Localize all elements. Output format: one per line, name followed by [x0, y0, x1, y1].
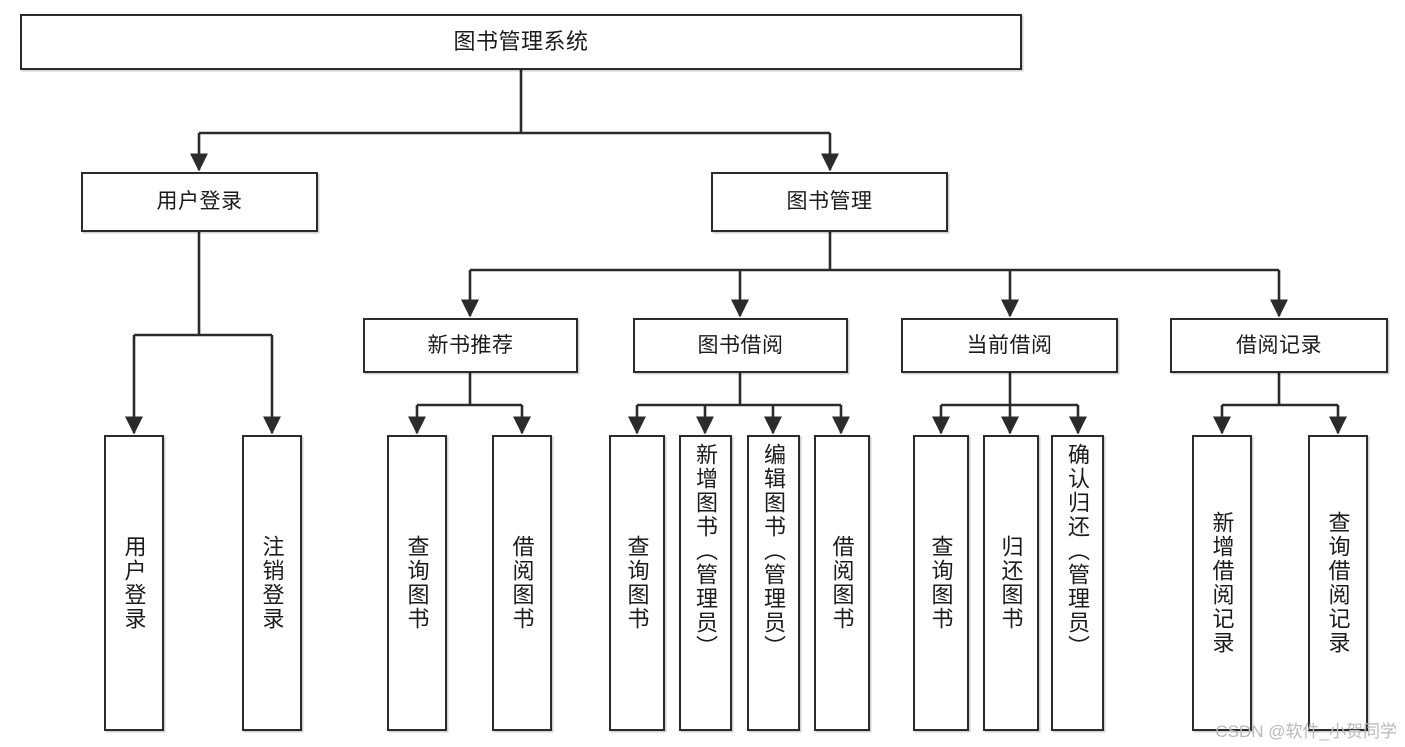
node-root[interactable]: 图书管理系统	[20, 14, 1022, 70]
node-leaf-add-record-label: 新增借阅记录	[1209, 511, 1235, 655]
node-leaf-edit-book-label: 编辑图书（管理员）	[761, 443, 787, 659]
node-leaf-confirm-return[interactable]: 确认归还（管理员）	[1051, 435, 1104, 731]
watermark-text: CSDN @软件_小贺同学	[1215, 722, 1397, 741]
node-new-book-recommend-label: 新书推荐	[427, 333, 514, 357]
node-leaf-borrow-book-1[interactable]: 借阅图书	[492, 435, 552, 731]
node-leaf-borrow-book-2[interactable]: 借阅图书	[814, 435, 870, 731]
node-leaf-borrow-book-1-label: 借阅图书	[509, 535, 535, 631]
node-leaf-user-login[interactable]: 用户登录	[104, 435, 164, 731]
node-leaf-query-book-2[interactable]: 查询图书	[609, 435, 665, 731]
node-leaf-logout-login-label: 注销登录	[259, 535, 285, 631]
node-book-borrow-label: 图书借阅	[697, 333, 784, 357]
node-current-borrow[interactable]: 当前借阅	[901, 318, 1118, 373]
node-leaf-return-book[interactable]: 归还图书	[983, 435, 1039, 731]
node-leaf-query-record-label: 查询借阅记录	[1325, 511, 1351, 655]
node-borrow-record[interactable]: 借阅记录	[1170, 318, 1388, 373]
node-leaf-add-book[interactable]: 新增图书（管理员）	[679, 435, 732, 731]
node-leaf-borrow-book-2-label: 借阅图书	[829, 535, 855, 631]
node-leaf-logout-login[interactable]: 注销登录	[242, 435, 302, 731]
node-leaf-edit-book[interactable]: 编辑图书（管理员）	[747, 435, 800, 731]
node-leaf-add-record[interactable]: 新增借阅记录	[1192, 435, 1252, 731]
node-current-borrow-label: 当前借阅	[966, 333, 1053, 357]
node-book-borrow[interactable]: 图书借阅	[633, 318, 848, 373]
node-root-label: 图书管理系统	[453, 28, 589, 54]
node-user-login[interactable]: 用户登录	[81, 172, 318, 232]
node-leaf-return-book-label: 归还图书	[998, 535, 1024, 631]
node-borrow-record-label: 借阅记录	[1236, 333, 1322, 357]
node-leaf-query-record[interactable]: 查询借阅记录	[1308, 435, 1368, 731]
node-leaf-query-book-2-label: 查询图书	[624, 535, 650, 631]
node-leaf-query-book-1[interactable]: 查询图书	[387, 435, 447, 731]
node-new-book-recommend[interactable]: 新书推荐	[363, 318, 578, 373]
node-book-manage[interactable]: 图书管理	[711, 172, 948, 232]
node-leaf-query-book-3-label: 查询图书	[928, 535, 954, 631]
node-user-login-label: 用户登录	[156, 190, 243, 214]
node-leaf-confirm-return-label: 确认归还（管理员）	[1065, 443, 1091, 659]
node-leaf-user-login-label: 用户登录	[121, 535, 147, 631]
node-leaf-query-book-1-label: 查询图书	[404, 535, 430, 631]
node-book-manage-label: 图书管理	[786, 190, 873, 214]
node-leaf-add-book-label: 新增图书（管理员）	[693, 443, 719, 659]
node-leaf-query-book-3[interactable]: 查询图书	[913, 435, 969, 731]
